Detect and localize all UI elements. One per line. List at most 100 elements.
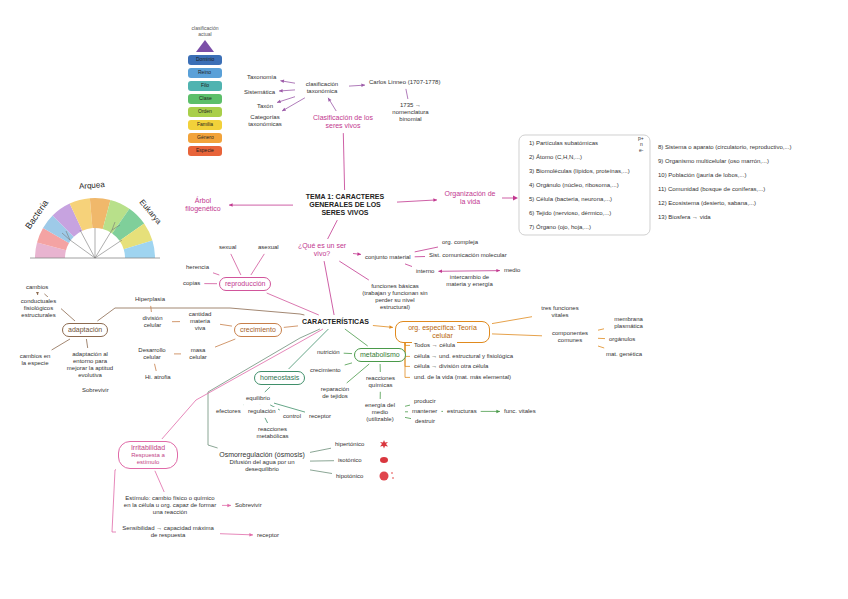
connector xyxy=(259,404,260,405)
node-text: org. específica: Teoría celular xyxy=(401,324,484,340)
concept-node: cambios en la especie xyxy=(16,352,54,368)
concept-node: célula → división otra célula xyxy=(412,362,490,371)
concept-node: estructuras xyxy=(445,407,479,416)
connector-line xyxy=(52,339,70,350)
connector xyxy=(405,342,410,377)
node-text: receptor xyxy=(257,532,279,539)
arrow-head xyxy=(277,100,281,103)
connector-line xyxy=(406,89,408,99)
node-text: reparación de tejidos xyxy=(317,386,353,400)
node-text: org. compleja xyxy=(442,239,478,246)
rank-bar xyxy=(188,107,222,117)
bracket-outline xyxy=(519,135,650,235)
particle-label: n xyxy=(640,142,643,148)
bubble-node: homeostasis xyxy=(254,371,305,385)
concept-node: 10) Población (jauría de lobos,...) xyxy=(656,171,748,180)
rank-label: Dominio xyxy=(196,57,214,63)
node-text: 1735 → nomenclatura binomial xyxy=(385,102,436,123)
concept-node: 4) Orgánulo (núcleo, ribosoma,...) xyxy=(527,181,621,190)
domain-label: Arquea xyxy=(79,181,105,192)
concept-node: 13) Biosfera → vida xyxy=(656,213,713,222)
node-text: 7) Órgano (ojo, hoja,...) xyxy=(529,224,591,231)
concept-node: producir xyxy=(412,397,438,406)
concept-node: nutrición xyxy=(315,348,342,357)
connector-line xyxy=(155,471,164,492)
connector-line xyxy=(438,270,500,272)
node-text: Sensibilidad → capacidad máxima de respu… xyxy=(120,525,216,539)
concept-node: 8) Sistema o aparato (circulatorio, repr… xyxy=(656,143,793,152)
node-text: receptor xyxy=(309,413,331,420)
arrow-head xyxy=(433,198,437,201)
connector xyxy=(213,273,219,275)
connector-line xyxy=(204,283,217,284)
node-text: membrana plasmática xyxy=(608,316,649,330)
connector xyxy=(441,411,443,412)
concept-node: crecimiento xyxy=(308,366,343,375)
node-text: metabolismo xyxy=(360,351,400,359)
node-text: 10) Población (jauría de lobos,...) xyxy=(658,172,746,179)
connector-line xyxy=(328,220,338,239)
bubble-node: metabolismo xyxy=(354,348,406,362)
connector xyxy=(415,256,425,257)
node-text: tres funciones vitales xyxy=(536,305,584,319)
connector-line xyxy=(231,254,241,275)
connector-line xyxy=(229,205,293,206)
connector xyxy=(405,417,411,418)
connector-line xyxy=(310,470,332,474)
concept-node: control xyxy=(281,412,303,421)
connector xyxy=(265,387,270,392)
connector xyxy=(222,504,231,507)
connector xyxy=(353,252,361,255)
connector-line xyxy=(598,338,605,339)
connector-line xyxy=(282,98,305,111)
node-text: componentes comunes xyxy=(546,330,594,344)
concept-node: división celular xyxy=(135,314,170,330)
node-text: reproducción xyxy=(225,280,265,288)
node-text: 4) Orgánulo (núcleo, ribosoma,...) xyxy=(529,182,619,189)
concept-node: Sist. comunicación molecular xyxy=(427,251,509,260)
concept-node: Osmorregulación (ósmosis)Difusión del ag… xyxy=(216,450,308,474)
arrow-head xyxy=(361,84,365,87)
concept-node: cantidad materia viva xyxy=(182,310,218,333)
connector-line xyxy=(345,363,352,365)
concept-node: 6) Tejido (nervioso, dérmico,...) xyxy=(527,209,613,218)
connector xyxy=(229,203,293,206)
arrow-head xyxy=(496,410,500,413)
node-text: Hiperplasia xyxy=(135,296,165,303)
node-text: hipertónico xyxy=(335,441,364,448)
connector xyxy=(204,283,217,284)
node-text: hipotónico xyxy=(336,473,363,480)
connector-line xyxy=(251,254,264,275)
node-text: 1) Partículas subatómicas xyxy=(529,140,598,147)
node-body: Respuesta a estímulo xyxy=(124,452,172,466)
connector xyxy=(405,411,408,412)
crenated-cell xyxy=(380,440,388,449)
concept-node: energía del medio (utilizable) xyxy=(357,401,403,424)
concept-node: Taxonomía xyxy=(245,73,278,82)
connector xyxy=(274,403,305,412)
concept-node: Hi. atrofia xyxy=(143,373,173,382)
connector xyxy=(220,533,253,536)
connector-line xyxy=(172,321,180,322)
dot xyxy=(392,477,394,479)
concept-node: efectores xyxy=(214,407,243,416)
node-text: energía del medio (utilizable) xyxy=(359,402,401,423)
node-text: 9) Organismo multicelular (oso marrón,..… xyxy=(658,158,769,165)
connector xyxy=(208,329,320,448)
rank-label: Familia xyxy=(197,122,213,128)
connector xyxy=(405,264,412,267)
rank-label: Clase xyxy=(199,96,212,102)
connector-line xyxy=(155,364,157,371)
concept-node: mat. genética xyxy=(604,350,644,359)
rank-bar xyxy=(188,68,222,78)
concept-node: Clasificación de los seres vivos xyxy=(308,113,378,131)
connector xyxy=(112,470,116,533)
particle-label: e- xyxy=(639,148,643,154)
node-text: equilibrio xyxy=(246,395,270,402)
connector-line xyxy=(259,404,260,405)
concept-node: copias xyxy=(181,279,202,288)
node-text: interno xyxy=(416,268,434,275)
concept-node: medio xyxy=(502,266,522,275)
connector xyxy=(172,321,180,322)
